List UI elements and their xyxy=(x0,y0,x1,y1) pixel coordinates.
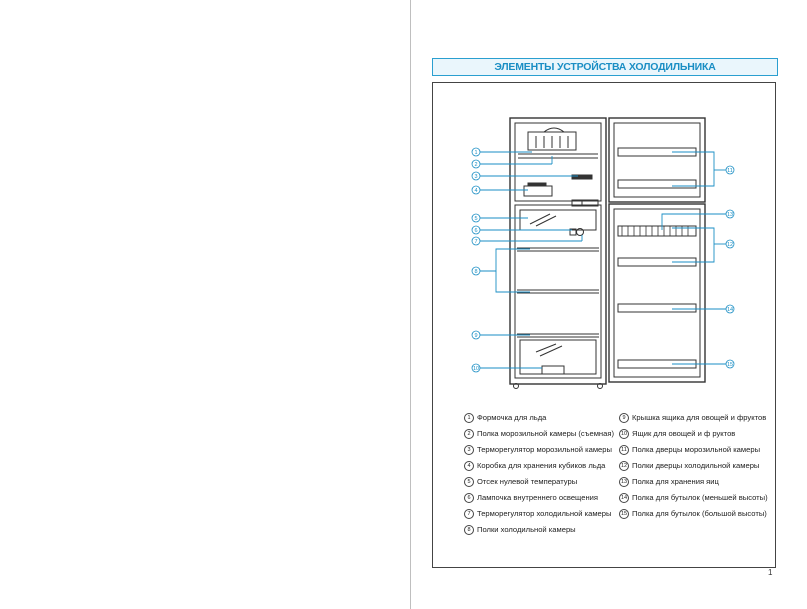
callout-9-label: 9 xyxy=(474,333,477,339)
legend-number: 15 xyxy=(619,509,629,519)
vegetable-crisper xyxy=(519,339,597,375)
legend-label: Полка морозильной камеры (съемная) xyxy=(477,429,614,438)
callout-10 xyxy=(471,363,481,373)
legend-label: Полка для бутылок (большой высоты) xyxy=(632,509,767,518)
legend-label: Терморегулятор холодильной камеры xyxy=(477,509,612,518)
callout-6-label: 6 xyxy=(474,228,477,234)
legend-number: 8 xyxy=(464,525,474,535)
callout-13 xyxy=(725,209,735,219)
callout-15 xyxy=(725,359,735,369)
callout-1 xyxy=(471,147,481,157)
legend-label: Полка дверцы морозильной камеры xyxy=(632,445,761,454)
callout-3-label: 3 xyxy=(474,174,477,180)
legend-number: 5 xyxy=(464,477,474,487)
page-divider xyxy=(410,0,411,609)
legend-label: Крышка ящика для овощей и фруктов xyxy=(632,413,767,422)
callout-15-label: 15 xyxy=(727,362,733,368)
callout-4-label: 4 xyxy=(474,188,477,194)
callout-11 xyxy=(725,165,735,175)
legend-number: 14 xyxy=(619,493,629,503)
callout-2 xyxy=(471,159,481,169)
legend-label: Терморегулятор морозильной камеры xyxy=(477,445,612,454)
legend-number: 11 xyxy=(619,445,629,455)
callout-14-label: 14 xyxy=(727,307,733,313)
egg-shelf xyxy=(617,225,697,237)
ice-cube-box xyxy=(523,185,553,197)
callout-4 xyxy=(471,185,481,195)
legend-number: 7 xyxy=(464,509,474,519)
ice-tray xyxy=(527,131,577,151)
callout-5-label: 5 xyxy=(474,216,477,222)
legend-number: 9 xyxy=(619,413,629,423)
callout-2-label: 2 xyxy=(474,162,477,168)
legend-number: 3 xyxy=(464,445,474,455)
callout-13-label: 13 xyxy=(727,212,733,218)
fridge-body xyxy=(509,117,607,385)
legend-label: Коробка для хранения кубиков льда xyxy=(477,461,606,470)
callout-10-label: 10 xyxy=(473,366,479,372)
callout-12-label: 12 xyxy=(727,242,733,248)
legend-number: 4 xyxy=(464,461,474,471)
legend-label: Лампочка внутреннего освещения xyxy=(477,493,598,502)
callout-8 xyxy=(471,266,481,276)
callout-5 xyxy=(471,213,481,223)
legend-label: Полки дверцы холодильной камеры xyxy=(632,461,760,470)
callout-11-label: 11 xyxy=(727,168,733,174)
legend-label: Полка для хранения яиц xyxy=(632,477,719,486)
callout-6 xyxy=(471,225,481,235)
legend-number: 1 xyxy=(464,413,474,423)
title-banner: ЭЛЕМЕНТЫ УСТРОЙСТВА ХОЛОДИЛЬНИКА xyxy=(432,58,778,76)
legend-label: Отсек нулевой температуры xyxy=(477,477,578,486)
callout-12 xyxy=(725,239,735,249)
callout-1-label: 1 xyxy=(474,150,477,156)
callout-7-label: 7 xyxy=(474,239,477,245)
callout-3 xyxy=(471,171,481,181)
callout-7 xyxy=(471,236,481,246)
legend-label: Ящик для овощей и ф руктов xyxy=(632,429,736,438)
fridge-door xyxy=(608,203,706,383)
zero-temp-compartment xyxy=(519,209,597,231)
legend-number: 12 xyxy=(619,461,629,471)
legend-label: Формочка для льда xyxy=(477,413,547,422)
freezer-door xyxy=(608,117,706,203)
legend-number: 2 xyxy=(464,429,474,439)
content-frame xyxy=(432,82,776,568)
legend-label: Полка для бутылок (меньшей высоты) xyxy=(632,493,768,502)
callout-9 xyxy=(471,330,481,340)
legend-number: 10 xyxy=(619,429,629,439)
refrigerator-diagram: 1 2 3 4 5 6 7 8 9 10 11 13 12 14 15 xyxy=(471,117,735,389)
page-number: 1 xyxy=(768,568,773,577)
legend-label: Полки холодильной камеры xyxy=(477,525,576,534)
legend-number: 13 xyxy=(619,477,629,487)
callout-8-label: 8 xyxy=(474,269,477,275)
page-title: ЭЛЕМЕНТЫ УСТРОЙСТВА ХОЛОДИЛЬНИКА xyxy=(494,61,716,73)
callout-14 xyxy=(725,304,735,314)
legend-number: 6 xyxy=(464,493,474,503)
